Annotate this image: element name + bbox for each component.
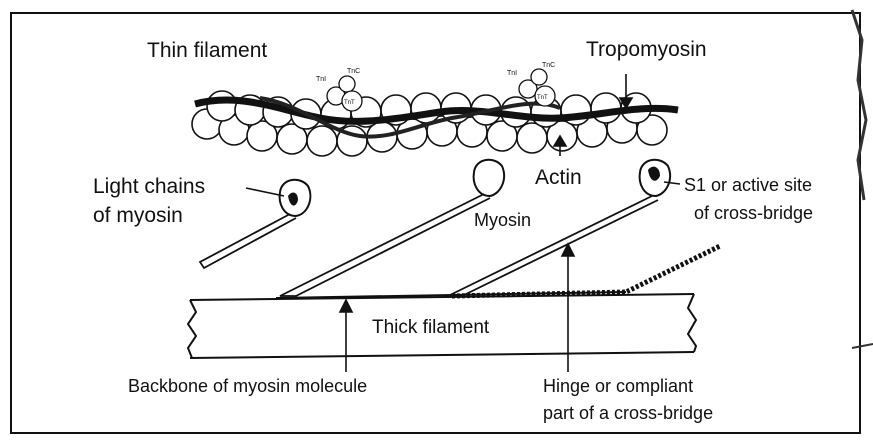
troponin-label: TnT <box>344 100 355 106</box>
label-myosin: Myosin <box>474 210 531 230</box>
troponin-label: TnT <box>537 95 548 101</box>
right-edge-artifact <box>852 10 866 200</box>
label-backbone: Backbone of myosin molecule <box>128 376 367 396</box>
label-thick-filament: Thick filament <box>372 317 490 338</box>
label-hinge: Hinge or compliant <box>543 376 693 396</box>
label-thin-filament: Thin filament <box>147 39 267 62</box>
label-light-chains-2: of myosin <box>93 204 183 227</box>
label-light-chains: Light chains <box>93 175 205 198</box>
myosin-head-2 <box>474 160 504 196</box>
label-tropomyosin: Tropomyosin <box>586 38 707 61</box>
troponin-label: TnC <box>347 68 360 75</box>
troponin-label: TnC <box>542 62 555 69</box>
right-edge-tick <box>852 344 873 348</box>
label-s1: S1 or active site <box>684 175 812 195</box>
cross-bridge-arms <box>200 194 658 296</box>
myosin-tail-dotted <box>452 246 720 296</box>
troponin-label: TnI <box>507 70 517 77</box>
label-actin: Actin <box>535 166 582 189</box>
label-hinge-2: part of a cross-bridge <box>543 403 713 423</box>
troponin-label: TnI <box>316 76 326 83</box>
label-s1-2: of cross-bridge <box>694 203 813 223</box>
